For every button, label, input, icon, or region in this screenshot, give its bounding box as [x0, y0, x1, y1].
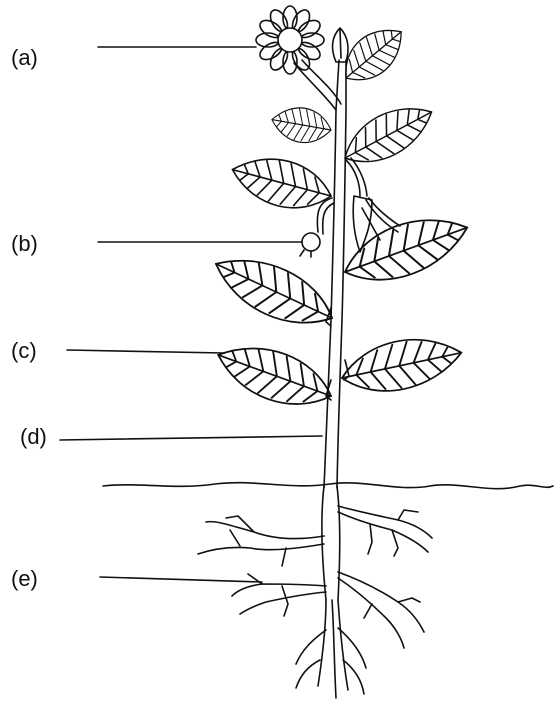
pointer-line-e: [100, 577, 262, 582]
leaf-lower-right: [337, 329, 466, 401]
leaf-upper-left-small: [269, 103, 334, 147]
label-e: (e): [11, 568, 38, 590]
flower: [256, 6, 324, 74]
ground-line: [103, 483, 553, 489]
fruit: [302, 233, 320, 251]
leaf-left-lower: [206, 242, 342, 340]
label-d: (d): [20, 426, 47, 448]
label-c: (c): [11, 340, 37, 362]
leaf-mid-right: [336, 203, 475, 295]
pointer-line-c: [67, 350, 224, 353]
stem: [324, 60, 346, 488]
label-b: (b): [11, 233, 38, 255]
pointer-line-d: [60, 436, 322, 440]
roots: [198, 486, 432, 698]
leaf-c: [210, 333, 339, 419]
leaf-upper-right: [335, 94, 441, 176]
label-a: (a): [11, 47, 38, 69]
